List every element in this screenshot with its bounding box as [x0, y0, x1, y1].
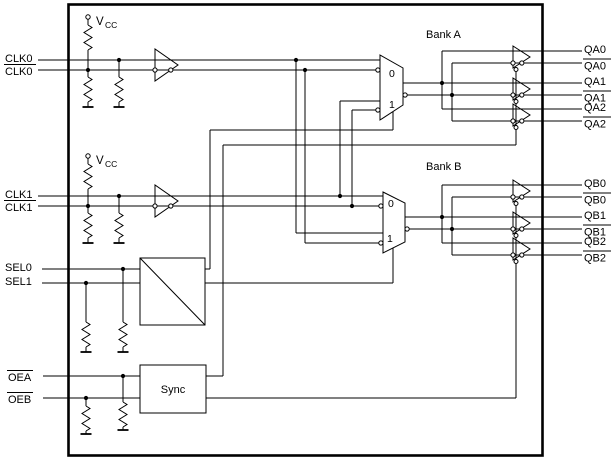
clk0-input-buffer [152, 48, 179, 82]
junction-dot [349, 203, 355, 209]
bank-b-drivers [510, 179, 531, 264]
vcc-label-clk0: V CC [96, 16, 117, 30]
vcc-subscript: CC [105, 159, 117, 169]
sync-block: Sync [139, 364, 207, 414]
bank-a-drivers [510, 45, 531, 130]
pulldown-resistor [83, 76, 93, 103]
vcc-terminal-icon [85, 153, 91, 159]
vcc-subscript: CC [105, 20, 117, 30]
qb1-output-buffer [510, 211, 531, 238]
bank-a-label: Bank A [426, 29, 462, 41]
junction-dots [83, 57, 455, 401]
junction-dot [302, 67, 308, 73]
input-label-sel1: SEL1 [5, 276, 32, 288]
mux-a: 0 1 [375, 54, 408, 121]
wires [38, 19, 582, 434]
output-label-qa0-n: QA0 [584, 61, 606, 73]
output-label-qb1: QB1 [584, 210, 606, 222]
output-label-qb1-n: QB1 [584, 227, 606, 239]
inverting-input-bubble-icon [378, 240, 384, 246]
mux-a-input0-label: 0 [389, 68, 395, 80]
pulldown-resistor [114, 212, 124, 239]
junction-dot [85, 203, 91, 209]
pulldown-resistor [118, 401, 128, 428]
junction-dot [337, 193, 343, 199]
input-pin-labels: CLK0 CLK0 CLK1 CLK1 SEL0 SEL1 OEA OEB [4, 53, 36, 406]
output-pin-labels: QA0 QA0 QA1 QA1 QA2 QA2 QB0 QB0 QB1 QB1 … [583, 44, 611, 265]
input-label-oea-n: OEA [8, 372, 32, 384]
junction-dot [85, 67, 91, 73]
pullup-resistor [83, 163, 93, 190]
vcc-symbol: V [96, 16, 104, 28]
output-label-qb2: QB2 [584, 236, 606, 248]
inverting-output-bubble-icon [402, 92, 408, 98]
output-label-qa0: QA0 [584, 44, 606, 56]
pulldown-network-sel [79, 321, 130, 353]
junction-dot [83, 395, 89, 401]
vcc-label-clk1: V CC [96, 155, 117, 169]
output-label-qa2-n: QA2 [584, 119, 606, 131]
junction-dot [120, 373, 126, 379]
input-label-clk0-n: CLK0 [5, 66, 33, 78]
junction-dot [120, 266, 126, 272]
chip-boundary [67, 3, 544, 457]
qb2-output-buffer [510, 237, 531, 264]
inverting-input-bubble-icon [375, 107, 381, 113]
pulldown-resistor [83, 212, 93, 239]
junction-dot [83, 280, 89, 286]
junction-dot [116, 193, 122, 199]
output-label-qb2-n: QB2 [584, 253, 606, 265]
select-decoder-block [139, 257, 206, 326]
junction-dot [449, 226, 455, 232]
mux-a-body [379, 54, 404, 121]
decoder-box [139, 257, 206, 326]
pulldown-resistor [81, 405, 91, 432]
output-label-qb0: QB0 [584, 178, 606, 190]
sync-label: Sync [161, 384, 186, 396]
qa1-output-buffer [510, 77, 531, 104]
input-label-clk1-n: CLK1 [5, 202, 33, 214]
input-label-sel0: SEL0 [5, 262, 32, 274]
input-label-oeb-n: OEB [8, 394, 31, 406]
input-label-clk0: CLK0 [5, 53, 33, 65]
pulldown-resistor [118, 321, 128, 348]
termination-network-clk0 [81, 14, 126, 108]
sync-box [139, 364, 207, 414]
bank-b-label: Bank B [426, 161, 461, 173]
decoder-diagonal-icon [139, 257, 206, 326]
output-label-qa2: QA2 [584, 102, 606, 114]
pulldown-resistor [81, 321, 91, 348]
inverting-input-bubble-icon [375, 67, 381, 73]
mux-b: 0 1 [378, 191, 410, 254]
junction-dot [439, 214, 445, 220]
junction-dot [293, 57, 299, 63]
junction-dot [449, 92, 455, 98]
junction-dot [439, 80, 445, 86]
junction-dot [116, 57, 122, 63]
qa0-output-buffer [510, 45, 531, 72]
output-label-qa1-n: QA1 [584, 93, 606, 105]
mux-a-input1-label: 1 [389, 99, 395, 111]
output-label-qa1: QA1 [584, 76, 606, 88]
input-label-clk1: CLK1 [5, 189, 33, 201]
mux-b-body [382, 191, 406, 254]
clk1-input-buffer [152, 184, 179, 218]
qa2-output-buffer [510, 103, 531, 130]
pullup-resistor [83, 24, 93, 51]
mux-b-input0-label: 0 [388, 198, 394, 210]
pulldown-network-oe [79, 401, 130, 435]
output-label-qb0-n: QB0 [584, 195, 606, 207]
vcc-symbol: V [96, 155, 104, 167]
vcc-terminal-icon [85, 14, 91, 20]
mux-b-input1-label: 1 [387, 233, 393, 245]
qb0-output-buffer [510, 179, 531, 206]
inverting-input-bubble-icon [378, 203, 384, 209]
inverting-output-bubble-icon [404, 226, 410, 232]
pulldown-resistor [114, 76, 124, 103]
termination-network-clk1 [81, 153, 126, 244]
